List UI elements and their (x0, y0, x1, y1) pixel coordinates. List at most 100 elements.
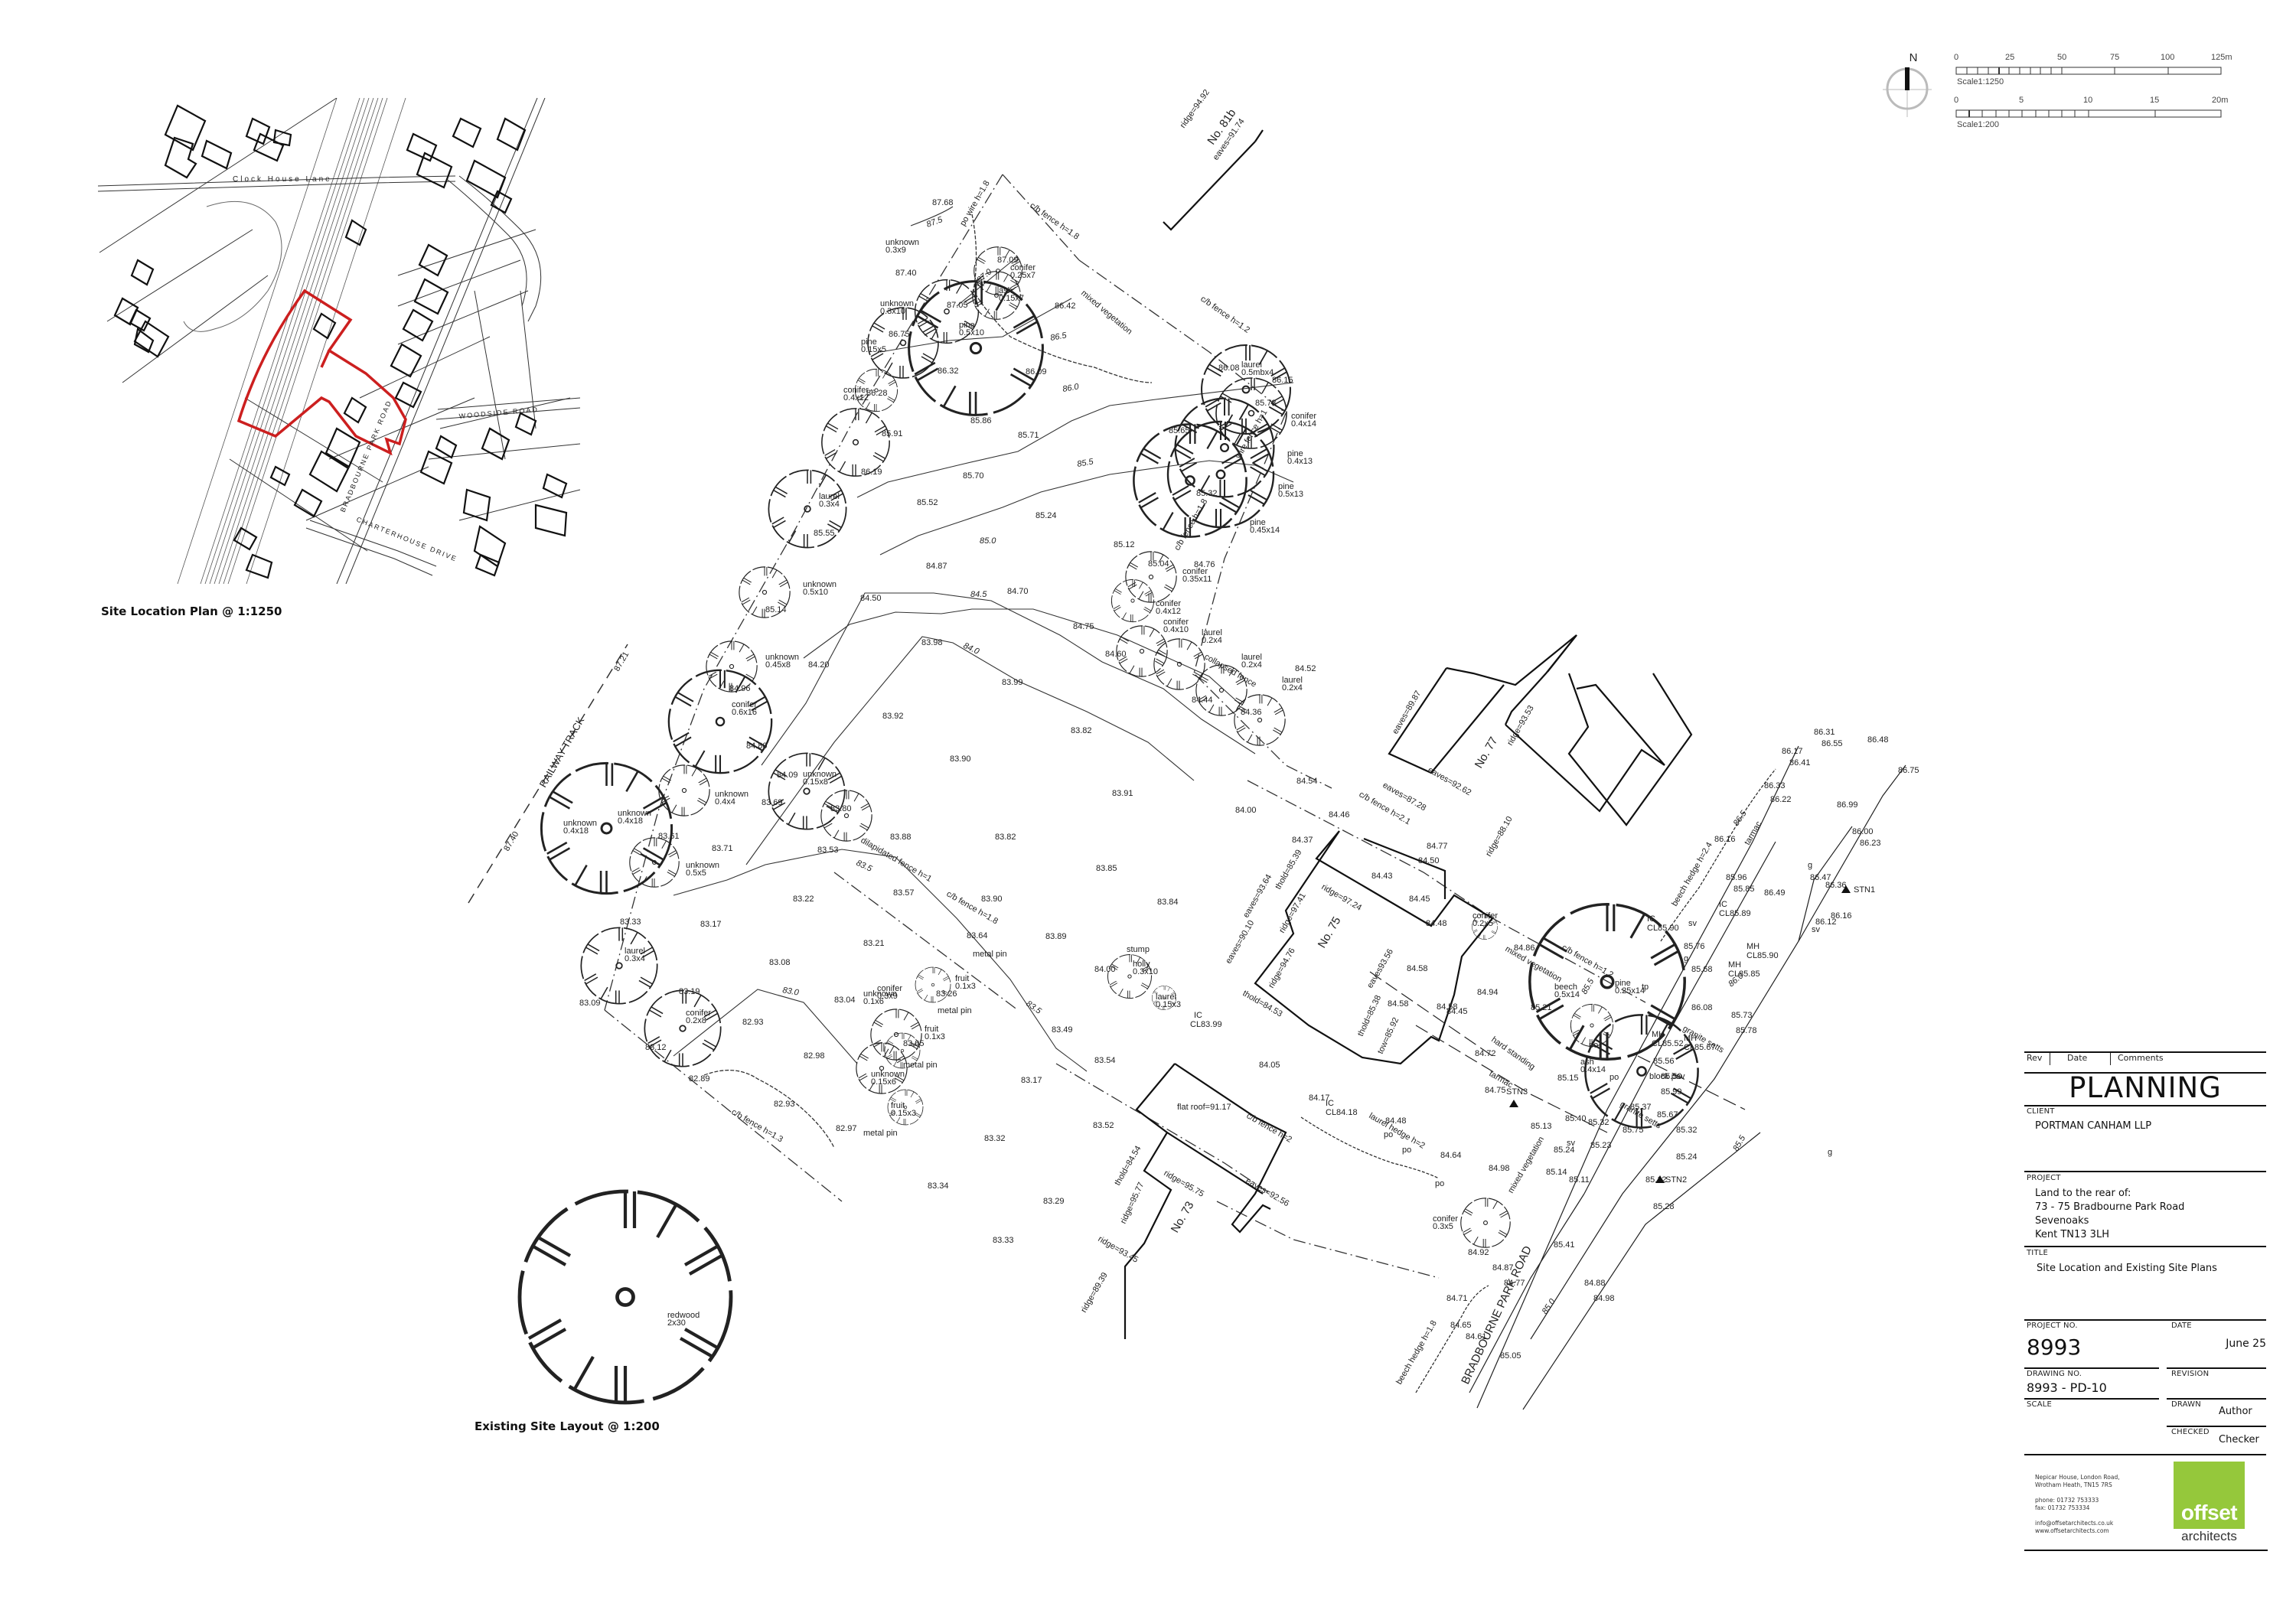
svg-text:conifer: conifer (1182, 567, 1208, 576)
svg-text:87.09: 87.09 (997, 256, 1019, 265)
svg-text:82.89: 82.89 (689, 1074, 710, 1084)
svg-text:85.24: 85.24 (1676, 1152, 1698, 1162)
svg-text:85.96: 85.96 (1726, 873, 1747, 882)
svg-text:86.16: 86.16 (1831, 911, 1852, 921)
svg-text:83.99: 83.99 (1002, 678, 1023, 687)
svg-text:83.08: 83.08 (769, 958, 791, 967)
svg-text:unknown: unknown (715, 790, 748, 799)
svg-text:85.0: 85.0 (1541, 1297, 1558, 1316)
svg-text:85.5: 85.5 (1731, 1133, 1748, 1152)
svg-text:84.98: 84.98 (1593, 1294, 1615, 1303)
drawing-title: Site Location and Existing Site Plans (2037, 1263, 2217, 1274)
svg-text:beech hedge h=1.8: beech hedge h=1.8 (1394, 1319, 1439, 1387)
svg-text:No. 73: No. 73 (1169, 1199, 1197, 1235)
svg-text:87.40: 87.40 (895, 269, 917, 278)
svg-text:0.6x16: 0.6x16 (732, 708, 757, 717)
website-link[interactable]: www.offsetarchitects.com (2035, 1527, 2109, 1534)
svg-text:86.75: 86.75 (1898, 766, 1919, 775)
contact-block: Nepicar House, London Road, Wrotham Heat… (2024, 1454, 2268, 1553)
svg-text:fruit: fruit (955, 974, 969, 983)
email-link[interactable]: info@offsetarchitects.co.uk (2035, 1520, 2114, 1527)
svg-text:85.76: 85.76 (1684, 942, 1705, 951)
svg-text:85.65: 85.65 (1169, 426, 1190, 435)
svg-text:c/b fence h=1.2: c/b fence h=1.2 (1561, 943, 1615, 979)
svg-text:unknown: unknown (880, 299, 914, 308)
svg-text:87.21: 87.21 (612, 650, 631, 673)
svg-text:laurel: laurel (1241, 360, 1262, 370)
svg-text:83.61: 83.61 (658, 832, 680, 841)
trees (520, 246, 1699, 1403)
drawn-label: DRAWN (2171, 1400, 2201, 1409)
svg-text:0.45x14: 0.45x14 (1250, 526, 1280, 535)
svg-text:c/b fence h=1.8: c/b fence h=1.8 (1028, 201, 1081, 242)
svg-text:ridge=93.45: ridge=93.45 (1097, 1234, 1140, 1265)
svg-text:eaves93.56: eaves93.56 (1365, 947, 1395, 989)
svg-text:CL85.67: CL85.67 (1684, 1043, 1716, 1052)
svg-text:0.3x9: 0.3x9 (885, 246, 906, 255)
svg-text:tow=85.92: tow=85.92 (1376, 1016, 1401, 1055)
svg-text:86.75: 86.75 (889, 330, 910, 339)
svg-text:0: 0 (1954, 53, 1958, 62)
svg-text:0.15x3: 0.15x3 (891, 1109, 916, 1118)
road-label-bradbourne-park-road: BRADBOURNE PARK ROAD (339, 399, 393, 513)
svg-text:85.75: 85.75 (1623, 1126, 1644, 1135)
svg-text:metal pin: metal pin (903, 1061, 938, 1070)
svg-text:g: g (1808, 861, 1812, 870)
svg-text:beech hedge h=2.4: beech hedge h=2.4 (1670, 841, 1714, 908)
svg-text:86.19: 86.19 (861, 468, 882, 477)
svg-text:CL85.89: CL85.89 (1719, 909, 1751, 918)
svg-text:CL85.52: CL85.52 (1652, 1039, 1684, 1048)
svg-text:unknown: unknown (803, 580, 837, 589)
svg-text:0.5x14: 0.5x14 (1554, 990, 1580, 999)
svg-text:85.15: 85.15 (1557, 1074, 1579, 1083)
svg-text:0.1x3: 0.1x3 (925, 1032, 945, 1041)
svg-text:84.77: 84.77 (1504, 1279, 1525, 1288)
svg-text:STN1: STN1 (1854, 885, 1875, 895)
svg-text:85.28: 85.28 (1653, 1202, 1675, 1211)
svg-text:84.00: 84.00 (1235, 806, 1257, 815)
svg-text:84.92: 84.92 (1468, 1248, 1489, 1257)
svg-text:mixed vegetation: mixed vegetation (1079, 288, 1133, 337)
svg-text:unknown: unknown (803, 770, 837, 779)
railway-track-label: RAILWAY TRACK (537, 715, 587, 789)
svg-text:0.15x6: 0.15x6 (871, 1077, 896, 1087)
svg-text:thold=84.54: thold=84.54 (1113, 1144, 1143, 1187)
svg-text:83.33: 83.33 (620, 917, 641, 927)
svg-text:0.35x11: 0.35x11 (1182, 575, 1212, 584)
svg-text:84.98: 84.98 (1489, 1164, 1510, 1173)
svg-text:85.78: 85.78 (1736, 1026, 1757, 1035)
svg-text:unknown: unknown (863, 989, 897, 999)
svg-text:84.45: 84.45 (1446, 1007, 1468, 1016)
svg-text:84.05: 84.05 (1259, 1061, 1280, 1070)
svg-text:pine: pine (1615, 979, 1631, 988)
svg-text:85.86: 85.86 (970, 416, 992, 425)
svg-text:84.86: 84.86 (1514, 943, 1535, 953)
svg-text:83.52: 83.52 (1093, 1121, 1114, 1130)
svg-text:0.15x5: 0.15x5 (861, 345, 886, 354)
svg-text:holly: holly (1133, 960, 1150, 969)
svg-text:thold=85.39: thold=85.39 (1274, 848, 1303, 891)
svg-text:eaves=93.64: eaves=93.64 (1241, 873, 1274, 920)
svg-text:No. 75: No. 75 (1316, 914, 1344, 950)
svg-text:85.91: 85.91 (882, 429, 903, 438)
svg-text:82.97: 82.97 (836, 1124, 857, 1133)
svg-text:0.1x3: 0.1x3 (955, 982, 976, 991)
svg-text:MH: MH (1684, 1034, 1697, 1043)
svg-text:85.71: 85.71 (1018, 431, 1039, 440)
svg-text:0.3x10: 0.3x10 (1133, 967, 1158, 976)
svg-text:85.12: 85.12 (1114, 540, 1135, 549)
svg-text:87.05: 87.05 (947, 301, 968, 310)
svg-text:eaves=92.56: eaves=92.56 (1244, 1176, 1291, 1208)
svg-text:0.4x13: 0.4x13 (1287, 457, 1313, 466)
svg-text:83.57: 83.57 (893, 888, 915, 898)
checked-value: Checker (2219, 1434, 2259, 1445)
svg-text:84.54: 84.54 (1296, 777, 1318, 786)
svg-text:85.24: 85.24 (1035, 511, 1057, 520)
svg-text:84.48: 84.48 (1385, 1116, 1407, 1126)
svg-text:metal pin: metal pin (973, 950, 1007, 959)
svg-text:ridge=95.77: ridge=95.77 (1119, 1181, 1146, 1225)
svg-text:sv: sv (1688, 919, 1698, 928)
svg-text:laurel: laurel (819, 492, 840, 501)
svg-text:fruit: fruit (925, 1025, 938, 1034)
svg-text:laurel: laurel (625, 947, 645, 956)
